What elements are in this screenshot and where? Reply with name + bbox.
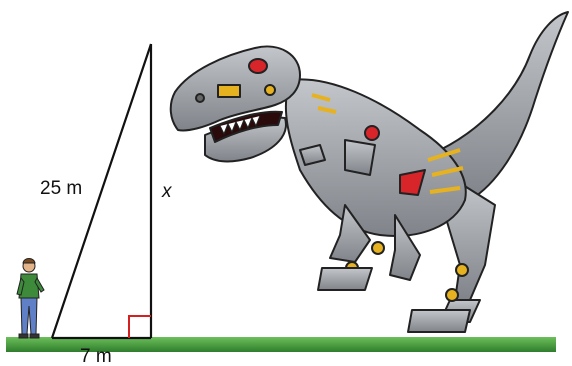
person-icon [16, 258, 45, 339]
hypotenuse-label: 25 m [40, 178, 82, 199]
ground [6, 337, 556, 352]
base-label: 7 m [80, 346, 112, 366]
hypotenuse-line [50, 43, 153, 339]
robot-tyrannosaurus-icon [169, 11, 569, 333]
right-angle-marker [128, 315, 151, 338]
height-label: x [161, 181, 173, 202]
